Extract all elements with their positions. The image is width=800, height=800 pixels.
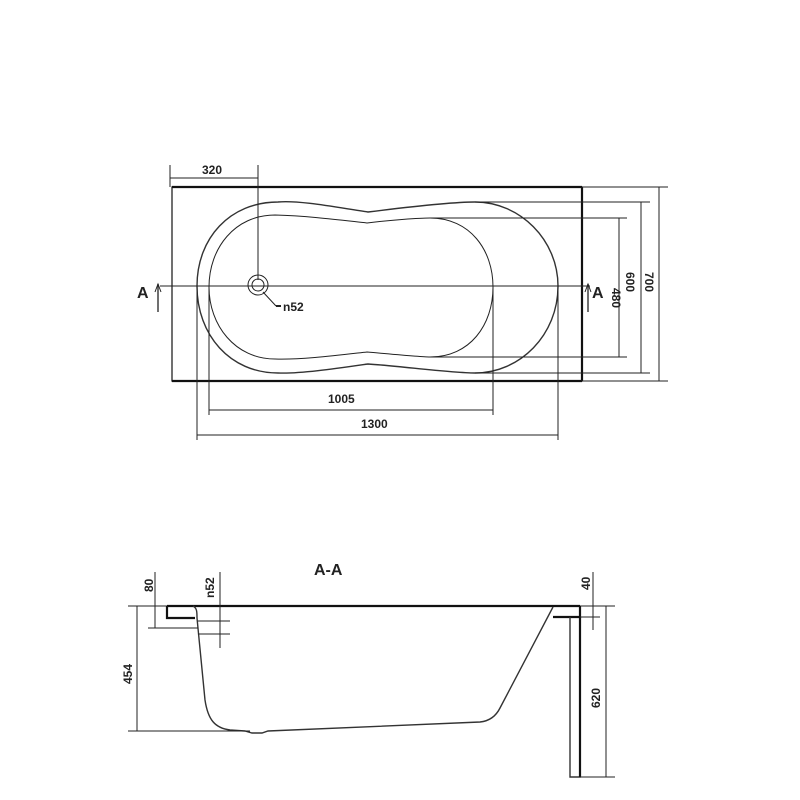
tub-outer-outline	[196, 200, 559, 374]
dim-600: 600	[623, 272, 637, 292]
dim-40: 40	[579, 576, 593, 590]
left-rim	[165, 606, 195, 620]
drain-label: n52	[283, 300, 304, 314]
tub-profile	[192, 605, 554, 734]
dim-700: 700	[642, 272, 656, 292]
dim-80: 80	[142, 578, 156, 592]
dim-620: 620	[589, 688, 603, 708]
tub-inner-outline	[208, 214, 494, 360]
support-leg	[569, 617, 581, 778]
section-title: A-A	[314, 562, 343, 579]
section-mark-right: A	[592, 285, 604, 302]
dim-480: 480	[609, 288, 623, 308]
right-rim	[553, 606, 582, 619]
dim-454: 454	[121, 664, 135, 684]
dim-320: 320	[202, 163, 222, 177]
section-view: A-A 454 80 n52 40 620	[121, 562, 615, 778]
dim-1005: 1005	[328, 392, 355, 406]
dim-n52: n52	[203, 577, 217, 598]
section-mark-left: A	[137, 285, 149, 302]
dim-1300: 1300	[361, 417, 388, 431]
top-view: n52 320 1005 1300 480 600 700 A A	[137, 163, 668, 440]
